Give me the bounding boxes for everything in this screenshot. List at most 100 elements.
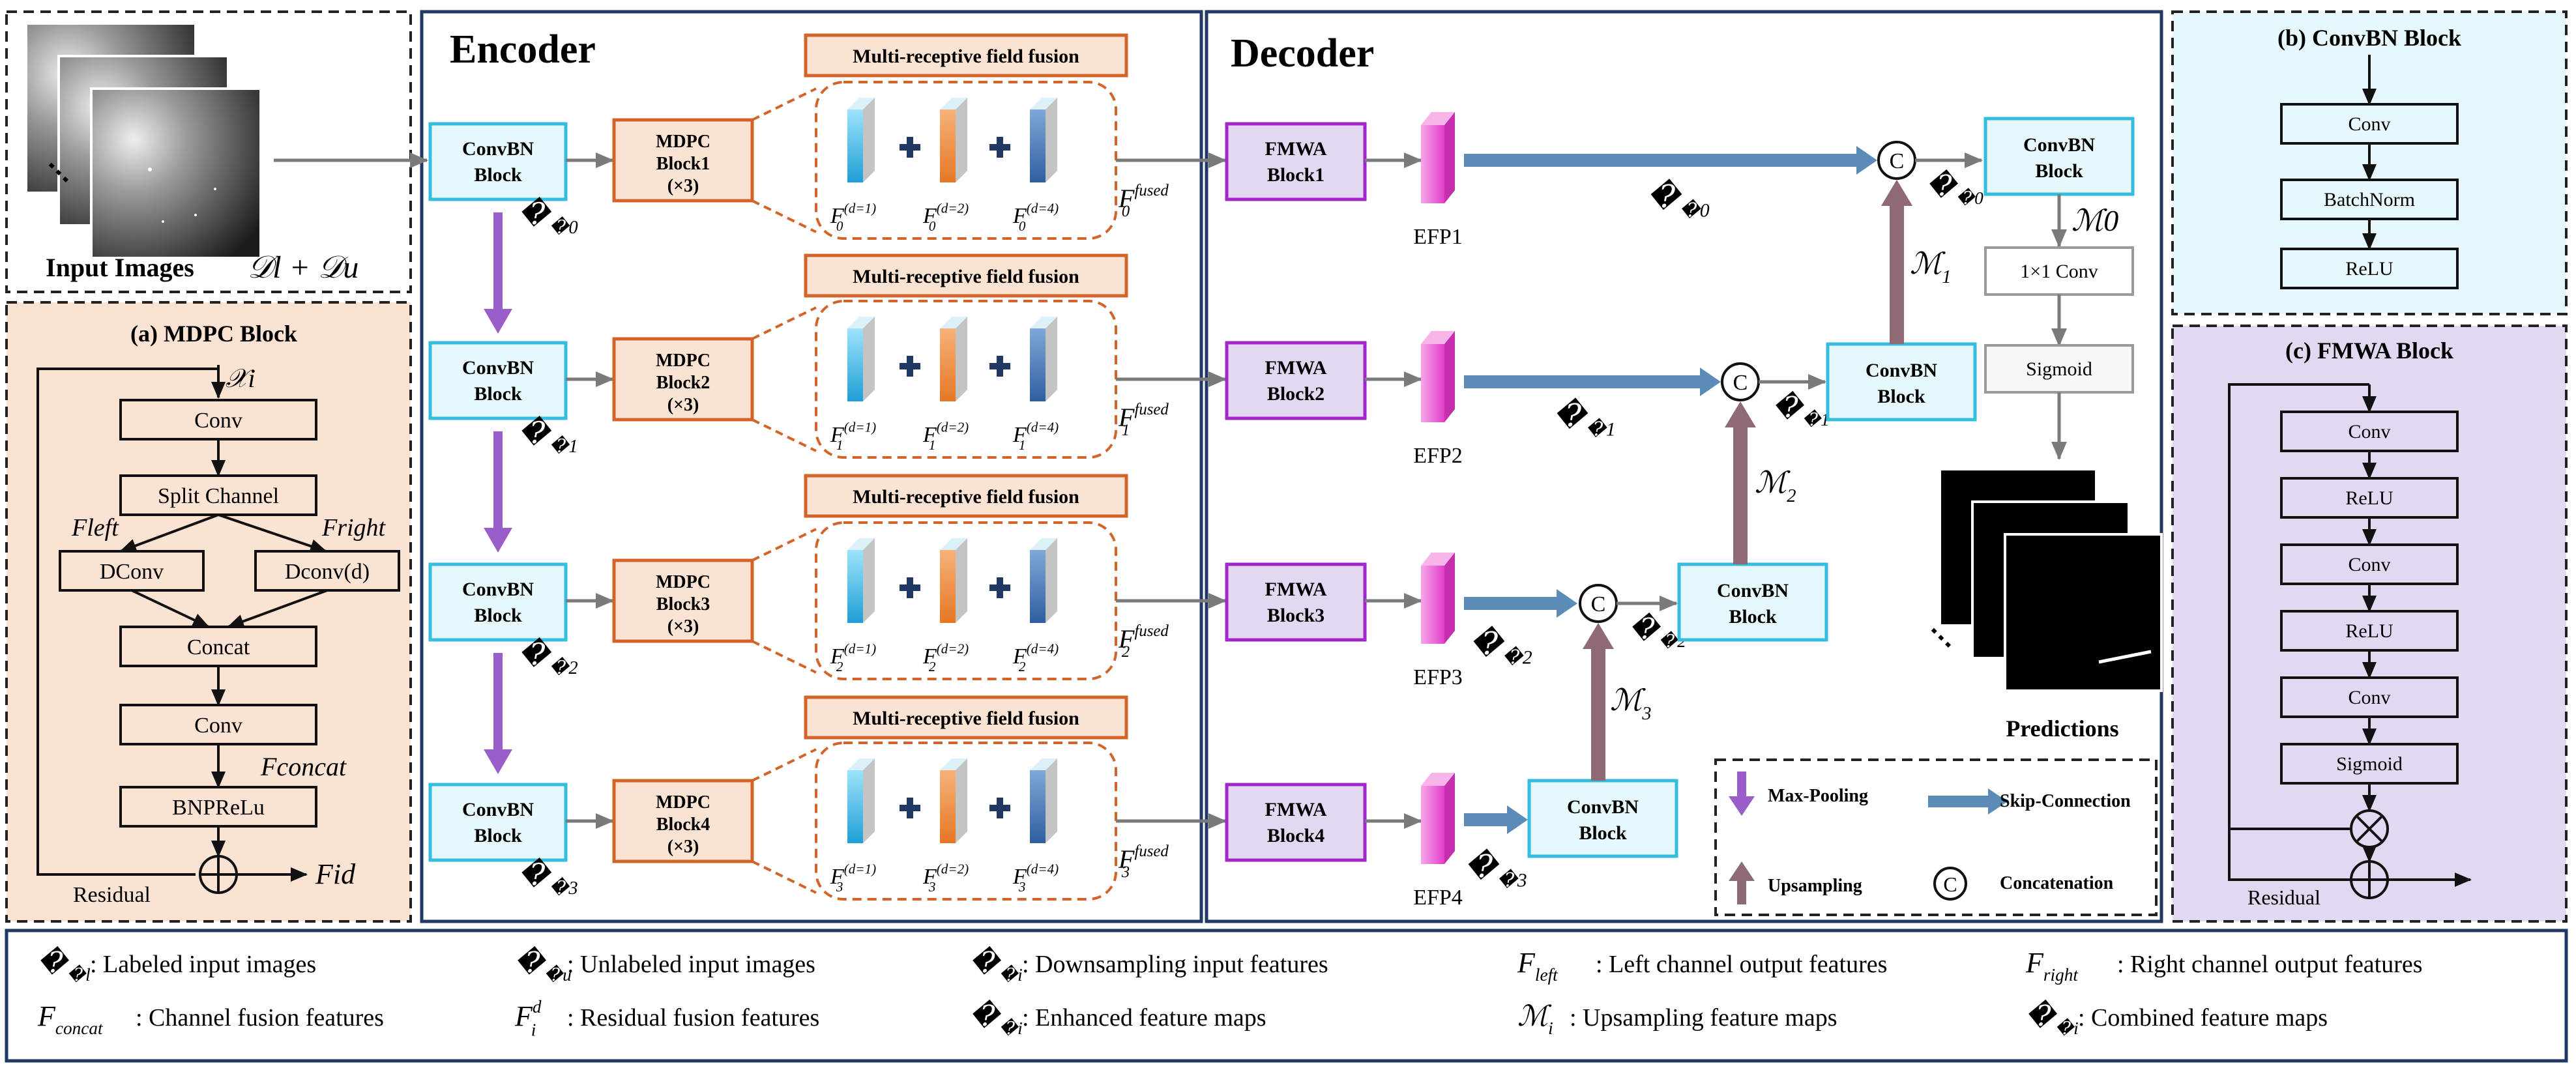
plus-icon-0-1 xyxy=(989,137,1010,158)
glossary-text-0: : Labeled input images xyxy=(90,951,316,978)
glossary-text-2: : Downsampling input features xyxy=(1022,951,1328,978)
convbn-item-1: BatchNorm xyxy=(2324,189,2415,210)
fmwa-box-3 xyxy=(1225,783,1367,862)
feature-label-3-1: F(d=2)3 xyxy=(922,861,969,895)
w-label-2: 𝒲2 xyxy=(1471,626,1532,668)
mdpc-l3-2: (×3) xyxy=(667,616,699,637)
glossary-text-4: : Right channel output features xyxy=(2117,951,2423,978)
fmwa-item-0: Conv xyxy=(2348,421,2390,442)
concat-node-0: C xyxy=(1877,141,1916,180)
glossary-sym-1: 𝒟u xyxy=(515,945,572,985)
decoder-convbn-3-l2: Block xyxy=(1579,822,1627,844)
glossary-sym-2: 𝒳i xyxy=(970,945,1023,985)
fmwa-box-5 xyxy=(2280,743,2459,785)
mdpc-l2-2: Block3 xyxy=(656,594,710,614)
fmwa-residual: Residual xyxy=(2247,886,2320,909)
zoom-line-top-0 xyxy=(752,87,817,121)
mdpc-bnprelu-box xyxy=(119,786,317,828)
efp-slab-0 xyxy=(1421,112,1455,203)
mdpc-l1-0: MDPC xyxy=(656,132,710,152)
upsample-legend-icon xyxy=(1729,861,1755,904)
fmwa-item-1: ReLU xyxy=(2345,487,2393,509)
m0-label: ℳ0 xyxy=(2071,204,2118,237)
mdpc-conv2-label: Conv xyxy=(194,714,242,738)
conv1x1-label: 1×1 Conv xyxy=(2020,261,2098,282)
plus-icon-3-1 xyxy=(989,798,1010,818)
encoder-convbn-box-1 xyxy=(428,341,568,420)
encoder-convbn-l2-2: Block xyxy=(474,605,522,626)
plus-icon-1-1 xyxy=(989,356,1010,377)
legend-concatenation: Concatenation xyxy=(2000,873,2114,893)
encoder-convbn-l2-3: Block xyxy=(474,825,522,846)
glossary-text-8: : Upsampling feature maps xyxy=(1570,1004,1837,1032)
fmwa-box-4 xyxy=(2280,676,2459,718)
upsample-arrow-3 xyxy=(1583,623,1614,781)
skip-legend-icon xyxy=(1928,788,2008,815)
skip-arrow-2 xyxy=(1464,589,1577,618)
fmwa-attn-path xyxy=(2228,383,2369,830)
decoder-convbn-1-l1: ConvBN xyxy=(1866,360,1937,381)
mdpc-l2-1: Block2 xyxy=(656,373,710,393)
feature-cube-3-2 xyxy=(1030,758,1057,843)
decoder-convbn-2-l2: Block xyxy=(1729,606,1777,628)
feature-label-2-1: F(d=2)2 xyxy=(922,641,969,674)
fmwa-item-2: Conv xyxy=(2348,554,2390,575)
efp-slab-3 xyxy=(1421,773,1455,864)
fmwa-l1-2: FMWA xyxy=(1265,579,1327,600)
glossary-text-9: : Combined feature maps xyxy=(2078,1004,2328,1032)
mdpc-dconv-box xyxy=(59,550,205,592)
encoder-x-2: 𝒳2 xyxy=(519,637,578,678)
mdpc-fconcat: Fconcat xyxy=(260,752,347,781)
mdpc-fright: Fright xyxy=(321,514,387,541)
convbn-bn-box xyxy=(2280,179,2459,220)
feature-cube-1-1 xyxy=(940,317,967,401)
skip-arrow-0 xyxy=(1464,146,1877,175)
fmwa-box-2 xyxy=(2280,543,2459,585)
glossary-text-6: : Residual fusion features xyxy=(567,1004,819,1032)
w-label-0: 𝒲0 xyxy=(1648,179,1710,221)
encoder-convbn-l1-0: ConvBN xyxy=(462,138,534,160)
mdpc-deconv-box xyxy=(254,550,400,592)
feature-cube-0-1 xyxy=(940,98,967,182)
fmwa-l2-3: Block4 xyxy=(1267,825,1325,846)
decoder-convbn-3 xyxy=(1527,779,1678,858)
m-label-2: ℳ2 xyxy=(1755,466,1796,506)
efp-label-2: EFP3 xyxy=(1413,665,1463,689)
maxpool-arrow-0 xyxy=(484,212,512,334)
zoom-line-bot-2 xyxy=(752,640,817,674)
mdpc-fleft: Fleft xyxy=(71,514,119,541)
efp-slab-1 xyxy=(1421,331,1455,422)
fusion-label-box-0 xyxy=(804,33,1128,78)
mdpc-deconv-label: Dconv(d) xyxy=(285,560,370,584)
fmwa-box-1 xyxy=(1225,341,1367,420)
input-images-label: Input Images xyxy=(46,253,194,282)
input-formula: 𝒟l + 𝒟u xyxy=(248,250,359,285)
convbn-detail-title: (b) ConvBN Block xyxy=(2277,25,2461,51)
feature-cube-2-2 xyxy=(1030,538,1057,623)
feature-cube-0-2 xyxy=(1030,98,1057,182)
multiply-icon xyxy=(2350,809,2389,848)
feature-cube-2-0 xyxy=(847,538,875,623)
encoder-x-0: 𝒳0 xyxy=(519,197,578,238)
mdpc-box-3 xyxy=(612,779,754,863)
glossary-sym-9: 𝒞i xyxy=(2026,999,2079,1038)
feature-label-3-0: F(d=1)3 xyxy=(830,861,876,895)
encoder-convbn-l1-3: ConvBN xyxy=(462,799,534,820)
zoom-line-top-2 xyxy=(752,528,817,562)
efp-label-3: EFP4 xyxy=(1413,886,1463,910)
c-label-2: 𝒞2 xyxy=(1630,612,1686,651)
decoder-convbn-3-l1: ConvBN xyxy=(1567,796,1639,818)
encoder-convbn-l1-2: ConvBN xyxy=(462,579,534,600)
conv1x1-box xyxy=(1984,246,2134,296)
encoder-convbn-box-0 xyxy=(428,122,568,201)
sum-icon xyxy=(199,855,238,894)
decoder-convbn-2-l1: ConvBN xyxy=(1717,580,1789,601)
convbn-item-2: ReLU xyxy=(2345,258,2393,280)
fmwa-l1-1: FMWA xyxy=(1265,357,1327,379)
decoder-rows: FMWABlock1EFP1FMWABlock2EFP2FMWABlock3EF… xyxy=(1225,112,1983,910)
fusion-label-box-2 xyxy=(804,474,1128,518)
mdpc-block-panel xyxy=(5,301,412,923)
glossary-panel xyxy=(5,929,2568,1063)
